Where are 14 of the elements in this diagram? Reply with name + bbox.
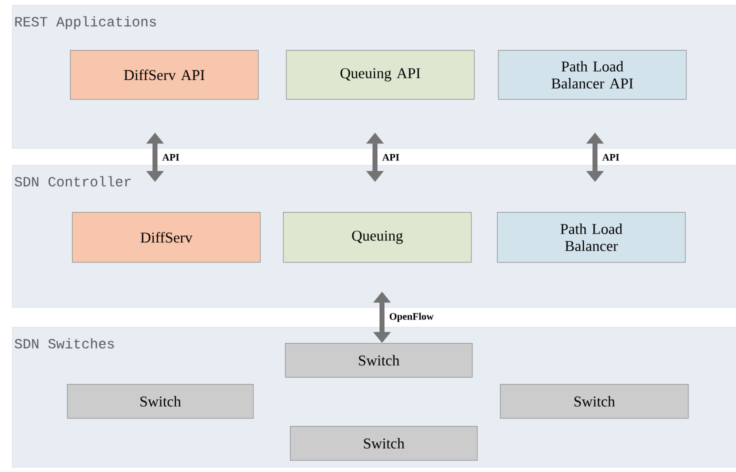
edge-label: API [161,153,180,162]
component-box: Queuing API [286,50,475,100]
component-box: Queuing [283,212,472,263]
edge-label: API [381,153,400,162]
component-box: Path Load Balancer [497,212,686,263]
component-box: Path Load Balancer API [498,50,687,100]
component-box: Switch [285,343,473,378]
edge-label: OpenFlow [388,312,435,323]
component-box: Switch [500,384,689,419]
component-box: Switch [290,426,478,461]
component-box: DiffServ API [70,50,259,100]
component-box: DiffServ [72,212,261,263]
edge-label: API [601,153,620,162]
component-box: Switch [67,384,254,419]
